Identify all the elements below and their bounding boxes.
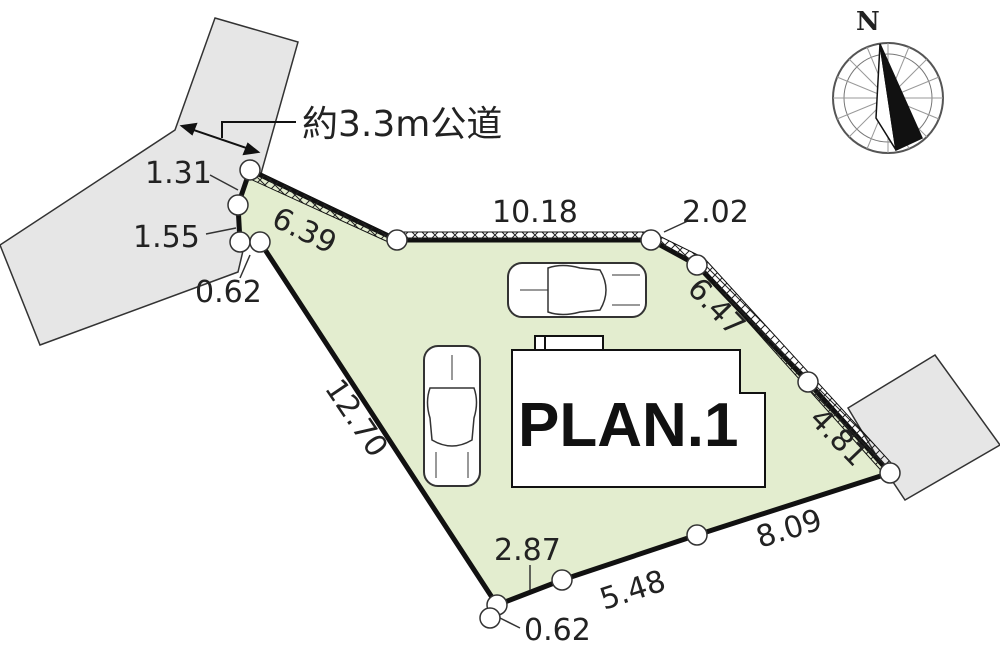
boundary-marker (479, 607, 501, 629)
boundary-marker (227, 194, 249, 216)
leader-lines (205, 174, 691, 629)
dimension-label: 1.55 (133, 220, 200, 255)
building-label: PLAN.1 (518, 391, 738, 460)
dimension-label: 2.87 (494, 533, 561, 568)
dimension-label: 0.62 (195, 275, 262, 310)
boundary-marker (640, 229, 662, 251)
public-road-left (0, 17, 299, 346)
boundary-marker (551, 569, 573, 591)
road-width-label: 約3.3m公道 (302, 104, 502, 145)
road-width-arrow (179, 121, 296, 156)
compass-north-label: N (856, 7, 880, 37)
boundary-marker (239, 159, 261, 181)
car-icon-horizontal (507, 262, 647, 318)
boundary-marker (686, 524, 708, 546)
dimension-label: 2.02 (682, 195, 749, 230)
car-icon-vertical (423, 345, 481, 487)
dimension-label: 5.48 (596, 564, 670, 618)
building-plan (511, 335, 766, 488)
dimension-label: 10.18 (492, 195, 578, 230)
boundary-marker (879, 462, 901, 484)
dimension-label: 0.62 (524, 613, 591, 648)
building-footprint (511, 349, 766, 488)
boundary-marker (686, 254, 708, 276)
boundary-marker (797, 371, 819, 393)
dimension-label: 1.31 (145, 156, 212, 191)
boundary-markers (227, 159, 901, 629)
compass-icon (832, 42, 944, 154)
boundary-marker (249, 231, 271, 253)
boundary-marker (386, 229, 408, 251)
boundary-marker (229, 231, 251, 253)
